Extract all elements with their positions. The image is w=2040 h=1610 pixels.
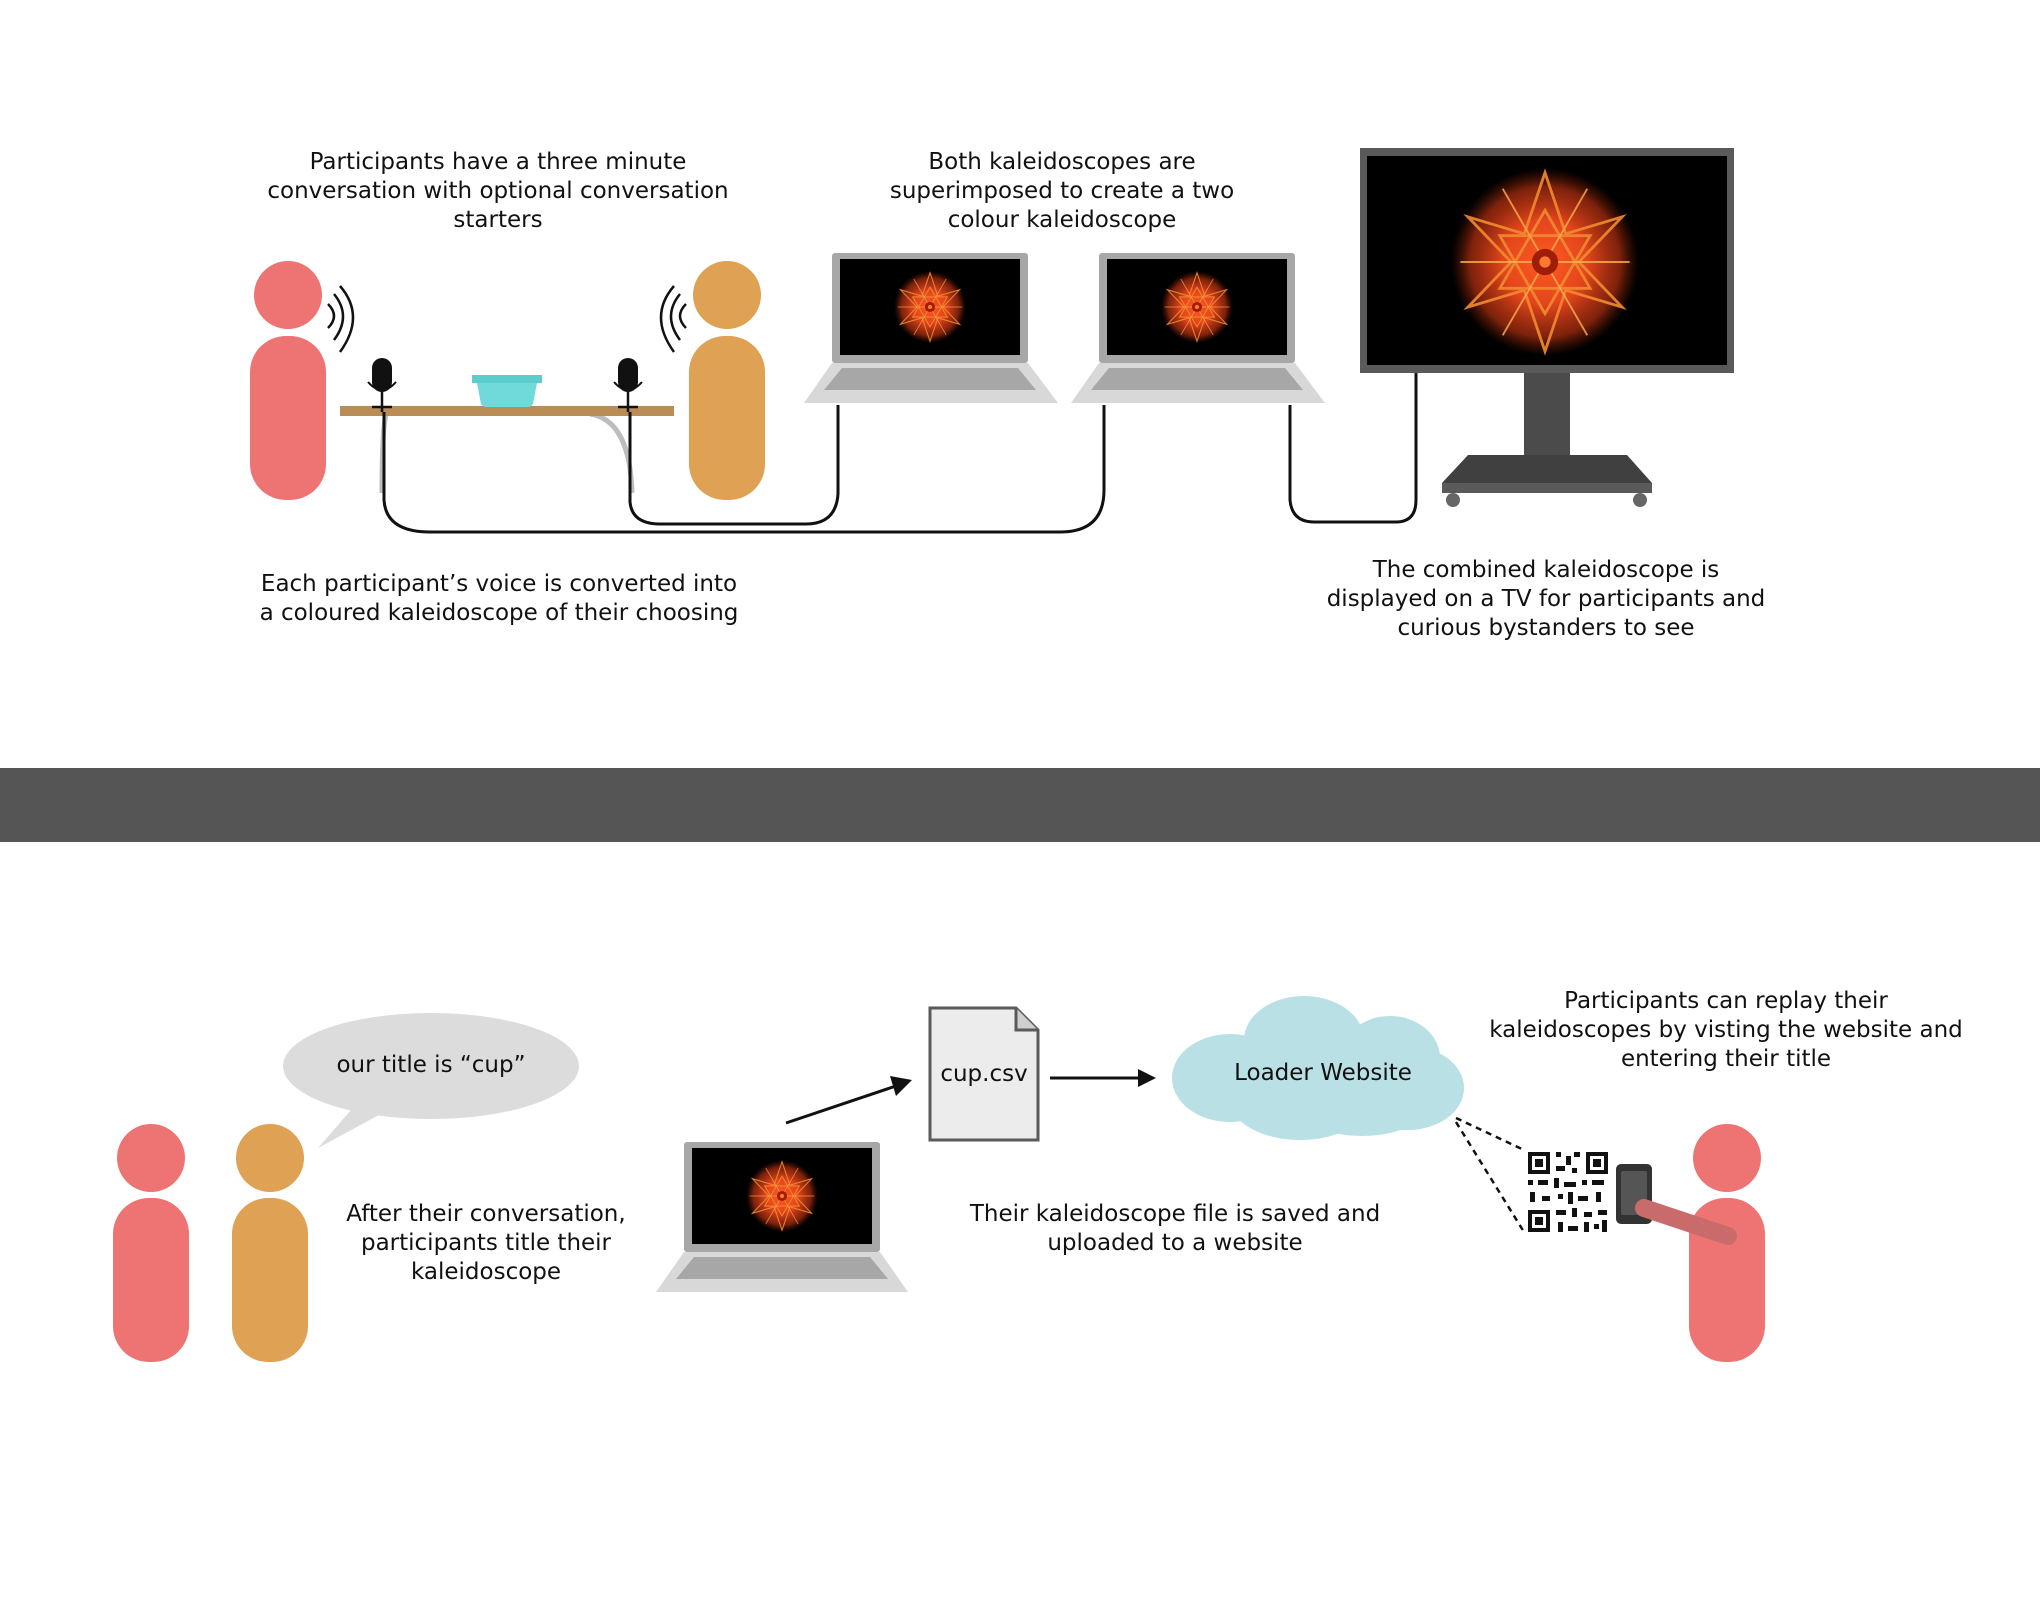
participant-b-body (689, 336, 765, 500)
participant-a-body (113, 1198, 189, 1362)
cloud-label: Loader Website (1234, 1060, 1412, 1086)
caption-file-saved: Their kaleidoscope file is saved and upl… (969, 1201, 1381, 1256)
tv-monitor-icon (1360, 148, 1734, 507)
csv-file-icon (928, 1006, 1040, 1142)
participant-a-figure (113, 1124, 189, 1362)
arrow-icon (785, 1076, 912, 1125)
sound-wave-b-icon (659, 285, 687, 353)
table-top (340, 406, 674, 416)
laptop-icon (1071, 253, 1325, 403)
qr-projection-lines (1454, 1116, 1526, 1233)
laptop-icon (656, 1142, 908, 1292)
section-divider (0, 768, 2040, 842)
caption-title-kaleidoscope: After their conversation, participants t… (346, 1201, 626, 1285)
caption-tv-display: The combined kaleidoscope is displayed o… (1326, 557, 1766, 641)
sound-wave-a-icon (327, 285, 355, 353)
participant-b-head (236, 1124, 304, 1192)
participant-a-head (117, 1124, 185, 1192)
caption-replay: Participants can replay their kaleidosco… (1489, 988, 1963, 1072)
participant-b-figure (689, 261, 765, 500)
speech-bubble-text: our title is “cup” (336, 1052, 526, 1078)
participant-a-head (254, 261, 322, 329)
qr-code-icon (1526, 1150, 1610, 1234)
microphone-icon (613, 358, 643, 412)
laptop-icon (804, 253, 1058, 403)
caption-superimposed: Both kaleidoscopes are superimposed to c… (889, 149, 1235, 233)
file-name-label: cup.csv (940, 1061, 1028, 1087)
participant-a-body (1689, 1198, 1765, 1362)
arrow-icon (1050, 1069, 1156, 1087)
table (340, 406, 674, 494)
speech-bubble (283, 1013, 579, 1148)
caption-conversation: Participants have a three minute convers… (267, 149, 729, 233)
participant-b-head (693, 261, 761, 329)
participant-b-figure (232, 1124, 308, 1362)
microphone-icon (367, 358, 397, 412)
participant-a-body (250, 336, 326, 500)
participant-b-body (232, 1198, 308, 1362)
cloud-icon (1172, 996, 1464, 1140)
participant-arm (1635, 1199, 1737, 1245)
participant-a-head (1693, 1124, 1761, 1192)
cables (382, 372, 1418, 534)
participant-a-figure (250, 261, 326, 500)
bowl-icon (472, 375, 542, 407)
participant-a-figure (1689, 1124, 1765, 1362)
caption-voice-converted: Each participant’s voice is converted in… (259, 571, 739, 626)
